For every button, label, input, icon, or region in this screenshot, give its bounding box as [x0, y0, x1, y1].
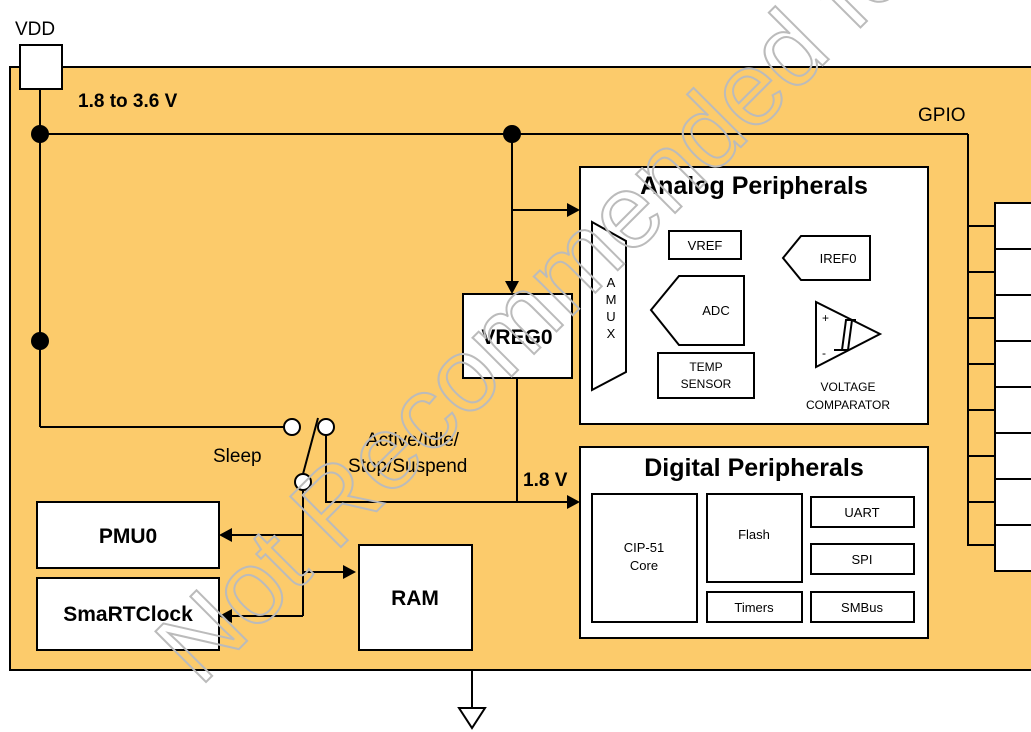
temp-sensor-label-2: SENSOR [681, 377, 732, 391]
temp-sensor-block [657, 352, 755, 399]
analog-peripherals: Analog Peripherals A M U X VREF IREF0 AD… [579, 166, 929, 425]
sleep-label: Sleep [213, 446, 262, 467]
vref-label: VREF [688, 238, 723, 253]
junction-dot [31, 125, 49, 143]
temp-sensor-label-1: TEMP [689, 360, 722, 374]
uart-label: UART [844, 505, 879, 520]
pmu0-block [36, 501, 220, 569]
digital-peripherals: Digital Peripherals CIP-51 Core Flash Ti… [579, 446, 929, 639]
switch-wiring [222, 435, 577, 617]
comparator-label-2: COMPARATOR [806, 398, 890, 412]
smbus-label: SMBus [841, 600, 883, 615]
gpio-label: GPIO [918, 105, 966, 126]
comparator-label-1: VOLTAGE [821, 380, 876, 394]
smartclock-block [36, 577, 220, 651]
gpio-pins [968, 202, 1031, 572]
iref0-block [781, 235, 871, 281]
vreg0-label: VREG0 [481, 326, 552, 349]
iref0-label: IREF0 [820, 251, 857, 266]
smbus-block [810, 591, 915, 623]
arrow-into-digital [567, 495, 580, 509]
ground-symbol [457, 670, 487, 730]
active-modes-label-2: Stop/Suspend [348, 456, 467, 477]
arrow-into-vreg [505, 281, 519, 294]
amux-letter: U [606, 309, 615, 324]
junction-dot [31, 332, 49, 350]
hysteresis-icon [838, 319, 853, 351]
active-modes-label-1: Active/Idle/ [366, 430, 460, 451]
amux-letter: X [607, 326, 616, 341]
arrow-into-ram [343, 565, 356, 579]
vdd-voltage-range: 1.8 to 3.6 V [78, 91, 178, 112]
cip51-core-block [591, 493, 698, 623]
cip51-label-1: CIP-51 [624, 540, 664, 555]
spi-label: SPI [852, 552, 873, 567]
junction-dot [503, 125, 521, 143]
flash-label: Flash [738, 527, 770, 542]
amux-letter: M [606, 292, 617, 307]
uart-block [810, 496, 915, 528]
amux-letter: A [607, 275, 616, 290]
digital-title: Digital Peripherals [644, 454, 864, 482]
analog-title: Analog Peripherals [640, 172, 868, 200]
vdd-label: VDD [15, 19, 55, 40]
vref-block [668, 230, 742, 260]
ram-label: RAM [391, 587, 439, 610]
adc-block [649, 275, 745, 346]
timers-label: Timers [734, 600, 774, 615]
vreg-output-voltage: 1.8 V [523, 470, 568, 491]
vdd-pin [19, 44, 63, 90]
vreg0-block [462, 293, 573, 379]
pmu0-label: PMU0 [99, 525, 157, 548]
switch-sleep-contact [283, 418, 301, 436]
ram-block [358, 544, 473, 651]
comparator-plus: + [822, 311, 829, 325]
arrow-into-rtc [219, 609, 232, 623]
cip51-label-2: Core [630, 558, 658, 573]
switch-blade [302, 417, 319, 475]
timers-block [706, 591, 803, 623]
amux-shape [591, 220, 627, 392]
smartclock-label: SmaRTClock [63, 603, 193, 626]
comparator-minus: - [822, 346, 826, 360]
arrow-into-analog [567, 203, 580, 217]
flash-block [706, 493, 803, 583]
arrow-into-pmu [219, 528, 232, 542]
adc-label: ADC [702, 303, 729, 318]
spi-block [810, 543, 915, 575]
